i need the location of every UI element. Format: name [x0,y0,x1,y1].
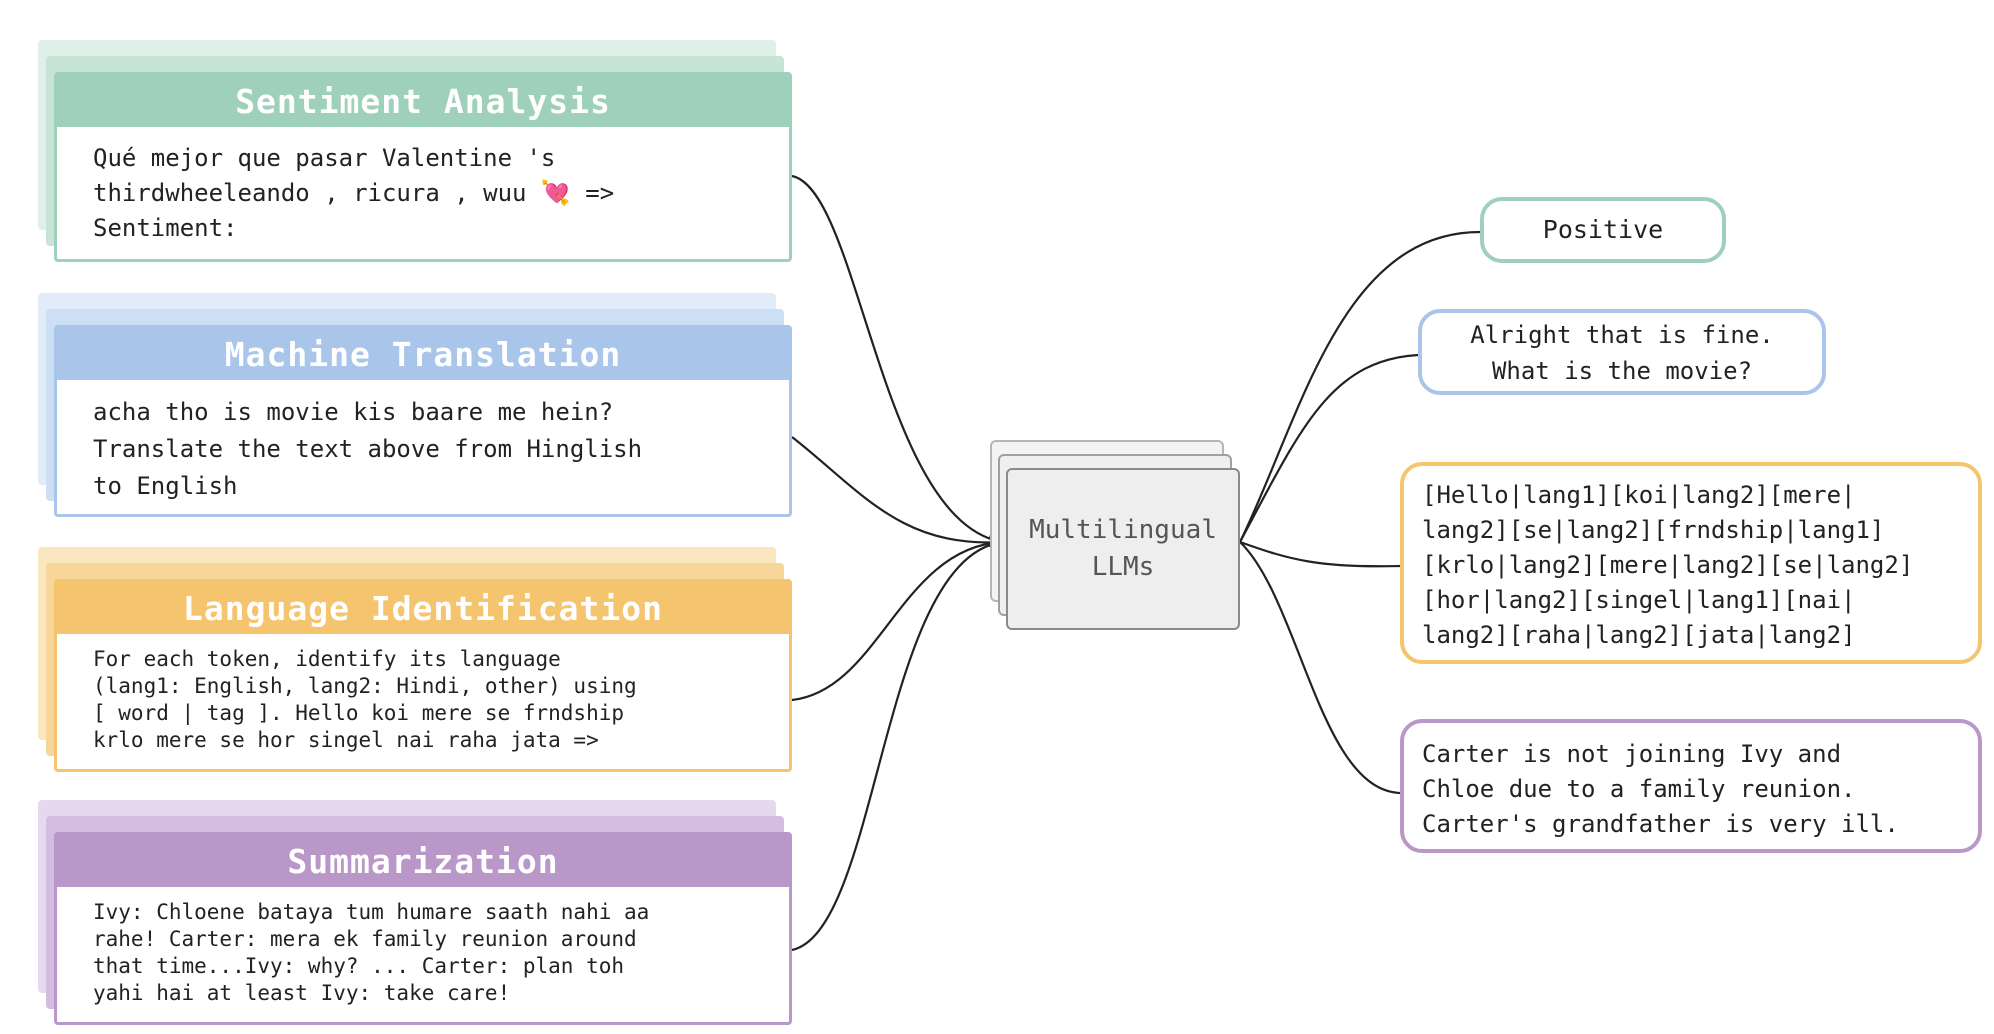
task-card-sentiment: Sentiment Analysis Qué mejor que pasar V… [54,72,792,262]
llm-label: Multilingual LLMs [1029,515,1217,582]
connector-llm-to-summary-output [1239,541,1401,795]
output-langid: [Hello|lang1][koi|lang2][mere| lang2][se… [1400,462,1982,664]
llm-box: Multilingual LLMs [1006,468,1240,630]
task-stack-summarization: Summarization Ivy: Chloene bataya tum hu… [38,800,792,1025]
task-stack-translation: Machine Translation acha tho is movie ki… [38,293,792,517]
task-stack-langid: Language Identification For each token, … [38,547,792,772]
connector-llm-to-positive [1239,230,1481,543]
task-card-translation: Machine Translation acha tho is movie ki… [54,325,792,517]
connector-llm-to-translation-output [1239,353,1419,543]
output-sentiment: Positive [1480,197,1726,263]
connector-translation-to-llm [791,436,1002,542]
output-summarization: Carter is not joining Ivy and Chloe due … [1400,719,1982,853]
task-stack-sentiment: Sentiment Analysis Qué mejor que pasar V… [38,40,792,262]
task-title: Language Identification [57,582,789,634]
task-prompt: For each token, identify its language (l… [93,647,637,752]
task-title: Sentiment Analysis [57,75,789,127]
task-prompt: Ivy: Chloene bataya tum humare saath nah… [93,900,650,1005]
task-card-summarization: Summarization Ivy: Chloene bataya tum hu… [54,832,792,1025]
output-translation: Alright that is fine. What is the movie? [1418,309,1826,395]
task-prompt: acha tho is movie kis baare me hein? Tra… [93,398,643,500]
task-title: Summarization [57,835,789,887]
task-prompt: Qué mejor que pasar Valentine 's thirdwh… [93,144,615,242]
task-title: Machine Translation [57,328,789,380]
llm-stack: Multilingual LLMs [990,440,1240,630]
connector-langid-to-llm [791,542,1002,702]
connector-summarization-to-llm [791,542,1002,952]
task-card-langid: Language Identification For each token, … [54,579,792,772]
connector-sentiment-to-llm [791,174,1002,542]
connector-llm-to-langid-output [1239,540,1401,568]
